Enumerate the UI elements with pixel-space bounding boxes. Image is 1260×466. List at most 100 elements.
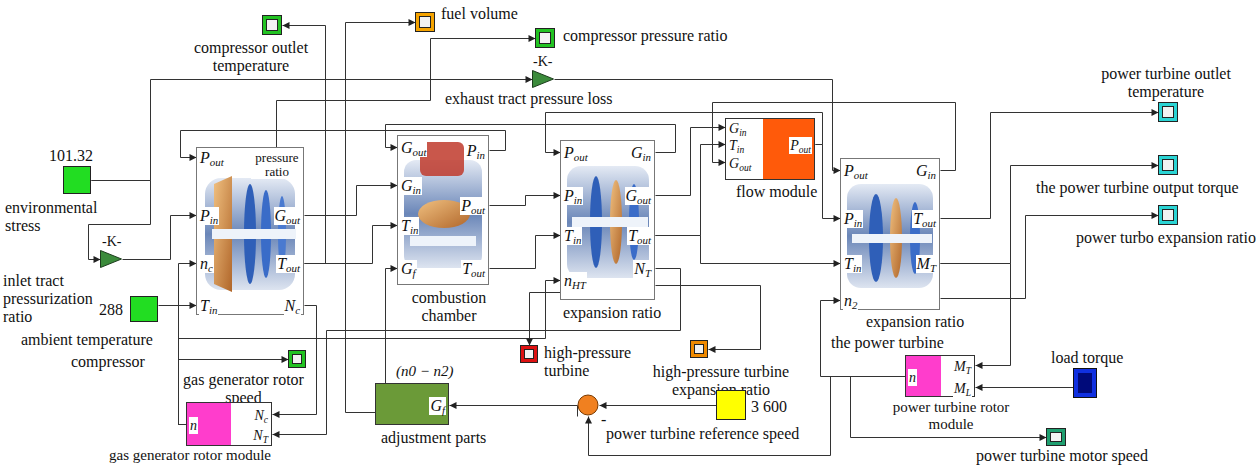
symbol-letter: T xyxy=(913,210,922,227)
port-label: Tin xyxy=(843,255,862,273)
symbol-letter: G xyxy=(631,144,643,161)
constant-block: 3 600power turbine reference speed xyxy=(716,390,746,420)
symbol-letter: T xyxy=(628,227,637,244)
port-label: Tout xyxy=(627,227,652,245)
combustion-illustration xyxy=(404,142,482,268)
constant-block: 101.32environmental stress xyxy=(63,166,91,194)
signal-line xyxy=(656,236,841,264)
symbol-letter: T xyxy=(462,260,471,277)
block-label: load torque xyxy=(1051,349,1123,367)
symbol-subscript: in xyxy=(643,151,651,163)
signal-line xyxy=(346,23,416,413)
symbol-subscript: c xyxy=(264,414,268,424)
signal-connector xyxy=(816,145,841,223)
display-screen xyxy=(1162,159,1174,171)
signal-line xyxy=(450,406,578,417)
port-label: nc xyxy=(199,255,214,273)
display-screen xyxy=(1162,209,1174,221)
signal-connector xyxy=(305,222,398,264)
port-label: Pout xyxy=(563,144,589,162)
arrow-head xyxy=(94,256,101,263)
symbol-letter: P xyxy=(564,144,574,161)
symbol-letter: P xyxy=(564,187,574,204)
engine-module: PoutGinPinGoutTinToutNTnHT xyxy=(560,140,655,300)
arrow-head xyxy=(450,402,457,409)
sum-shape xyxy=(578,395,598,415)
symbol-subscript: in xyxy=(209,304,217,316)
symbol-letter: G xyxy=(729,156,739,171)
symbol-letter: n xyxy=(844,292,852,309)
symbol-letter: T xyxy=(277,255,286,272)
signal-line xyxy=(273,306,317,415)
display-block: power turbo expansion ratio xyxy=(1158,205,1178,225)
signal-line xyxy=(941,216,1159,299)
port-label: Tout xyxy=(461,260,486,278)
port-label: Nc xyxy=(253,407,269,424)
symbol-letter: G xyxy=(729,121,739,136)
symbol-subscript: in xyxy=(210,214,218,226)
symbol-subscript: L xyxy=(966,387,971,397)
load-block: load torque xyxy=(1073,368,1097,398)
block-label: -K- xyxy=(102,234,121,250)
block-label: environmental stress xyxy=(5,199,117,235)
symbol-letter: M xyxy=(954,381,966,396)
symbol-letter: M xyxy=(917,255,930,272)
port-label: Pin xyxy=(199,207,219,225)
symbol-letter: G xyxy=(626,187,638,204)
port-label: Gf xyxy=(400,260,417,278)
rotor-module: nNcNTgas generator rotor module xyxy=(186,402,272,446)
symbol-subscript: in xyxy=(410,224,418,236)
port-label: Pout xyxy=(460,197,486,215)
display-block: compressor outlet temperature xyxy=(262,15,282,35)
symbol-letter: G xyxy=(916,162,928,179)
shaft xyxy=(212,229,296,239)
signal-connector xyxy=(656,286,761,354)
signal-connector xyxy=(89,181,151,264)
signal-line xyxy=(386,269,398,384)
symbol-letter: T xyxy=(844,255,853,272)
port-label: ML xyxy=(953,380,972,397)
block-label: (n0 − n2) xyxy=(396,362,454,380)
symbol-subscript: f xyxy=(413,267,416,279)
symbol-subscript: out xyxy=(286,214,300,226)
symbol-letter: P xyxy=(200,207,210,224)
symbol-subscript: out xyxy=(922,217,936,229)
symbol-subscript: in xyxy=(737,144,744,154)
symbol-letter: G xyxy=(401,139,413,156)
signal-line xyxy=(179,264,197,425)
port-label: Pout xyxy=(789,137,812,154)
port-label: NT xyxy=(252,427,269,444)
signal-line xyxy=(656,286,761,350)
symbol-letter: N xyxy=(285,297,296,314)
gain-triangle xyxy=(100,250,122,268)
display-block: high-pressure turbine expansion ratio xyxy=(690,340,708,358)
signal-connector xyxy=(346,19,416,413)
shaft xyxy=(410,236,476,246)
symbol-letter: G xyxy=(430,397,442,414)
signal-connector xyxy=(941,212,1159,299)
symbol-letter: P xyxy=(467,142,477,159)
port-label: nHT xyxy=(563,272,587,290)
sum-circle xyxy=(577,394,599,416)
symbol-letter: T xyxy=(729,138,737,153)
symbol-letter: N xyxy=(634,260,645,277)
symbol-letter: n xyxy=(200,255,208,272)
port-label: Gin xyxy=(728,120,748,137)
block-label: ambient temperature xyxy=(21,331,153,349)
port-label: Gout xyxy=(728,155,752,172)
block-label: exhaust tract pressure loss xyxy=(445,90,613,108)
port-label: n2 xyxy=(843,292,858,310)
casing xyxy=(567,166,649,278)
symbol-subscript: in xyxy=(477,149,485,161)
signal-connector xyxy=(490,192,561,206)
arrow-head xyxy=(526,76,533,83)
signal-connector xyxy=(450,402,578,417)
symbol-letter: G xyxy=(401,177,413,194)
port-label: Tin xyxy=(563,227,582,245)
block-label: 288 xyxy=(99,301,123,319)
symbol-letter: P xyxy=(200,149,210,166)
block-label: flow module xyxy=(736,183,817,201)
block-label: power turbine reference speed xyxy=(606,425,799,443)
symbol-subscript: out xyxy=(574,151,588,163)
